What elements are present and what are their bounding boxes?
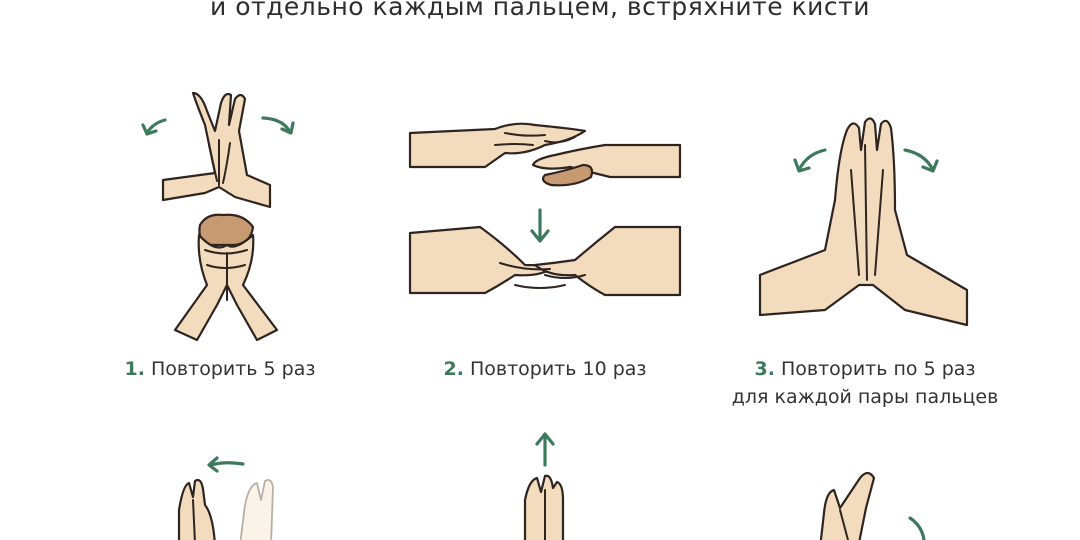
curved-arrow-left-icon [797,148,827,172]
instruction-text: и отдельно каждым пальцем, встряхните ки… [210,0,870,21]
step-2-caption: 2. Повторить 10 раз [415,355,675,383]
step-3-caption: 3. Повторить по 5 раз для каждой пары па… [715,355,1015,411]
step-3-text: Повторить по 5 раз [780,358,976,380]
step-1-number: 1. [124,358,145,380]
step-2-text: Повторить 10 раз [469,358,647,380]
exercise-6-illustration [810,468,950,540]
exercise-3-illustration [755,110,975,335]
step-1-text: Повторить 5 раз [151,358,316,380]
exercise-1-illustration [135,85,305,345]
step-1-caption: 1. Повторить 5 раз [90,355,350,383]
curved-arrow-right-icon [903,148,935,172]
curved-arrow-right-icon [261,116,292,134]
exercise-2-illustration [405,115,685,315]
exercise-5-illustration [515,430,575,540]
exercise-4-illustration [165,455,295,540]
step-2-number: 2. [443,358,464,380]
step-3-number: 3. [754,358,775,380]
curved-arrow-left-icon [145,118,167,135]
curved-arrow-right-icon [908,516,926,540]
curved-arrow-left-icon [209,461,245,467]
step-3-text-line2: для каждой пары пальцев [731,386,999,408]
